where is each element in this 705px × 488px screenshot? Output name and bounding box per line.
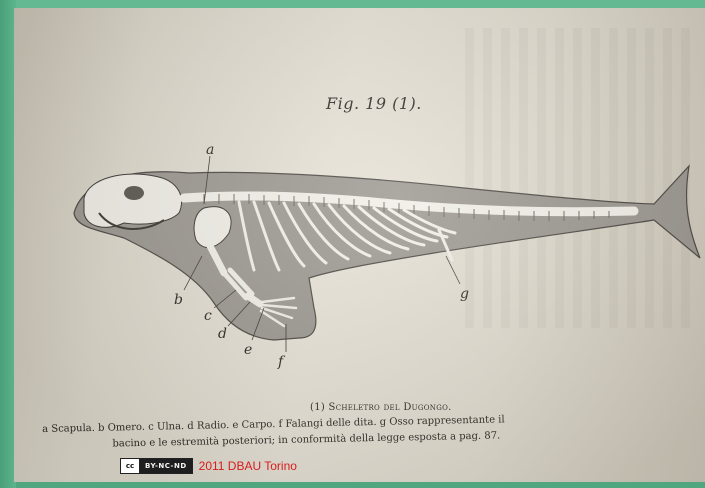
- caption-title: (1) Scheletro del Dugongo.: [310, 402, 452, 413]
- label-b: b: [174, 292, 183, 308]
- label-d: d: [218, 326, 227, 342]
- label-e: e: [244, 342, 252, 358]
- copyright-credit: 2011 DBAU Torino: [199, 459, 297, 473]
- cc-license-text: BY-NC-ND: [140, 459, 192, 473]
- label-c: c: [204, 308, 212, 324]
- skull-eye-orbit: [124, 186, 144, 200]
- book-page: Fig. 19 (1).: [14, 8, 705, 482]
- label-f: f: [277, 354, 286, 370]
- label-a: a: [206, 142, 214, 158]
- label-g: g: [460, 286, 469, 302]
- license-notice: cc BY-NC-ND 2011 DBAU Torino: [120, 458, 297, 474]
- dugong-skull: [84, 174, 182, 227]
- cc-icon: cc: [121, 459, 140, 473]
- cc-license-badge[interactable]: cc BY-NC-ND: [120, 458, 193, 474]
